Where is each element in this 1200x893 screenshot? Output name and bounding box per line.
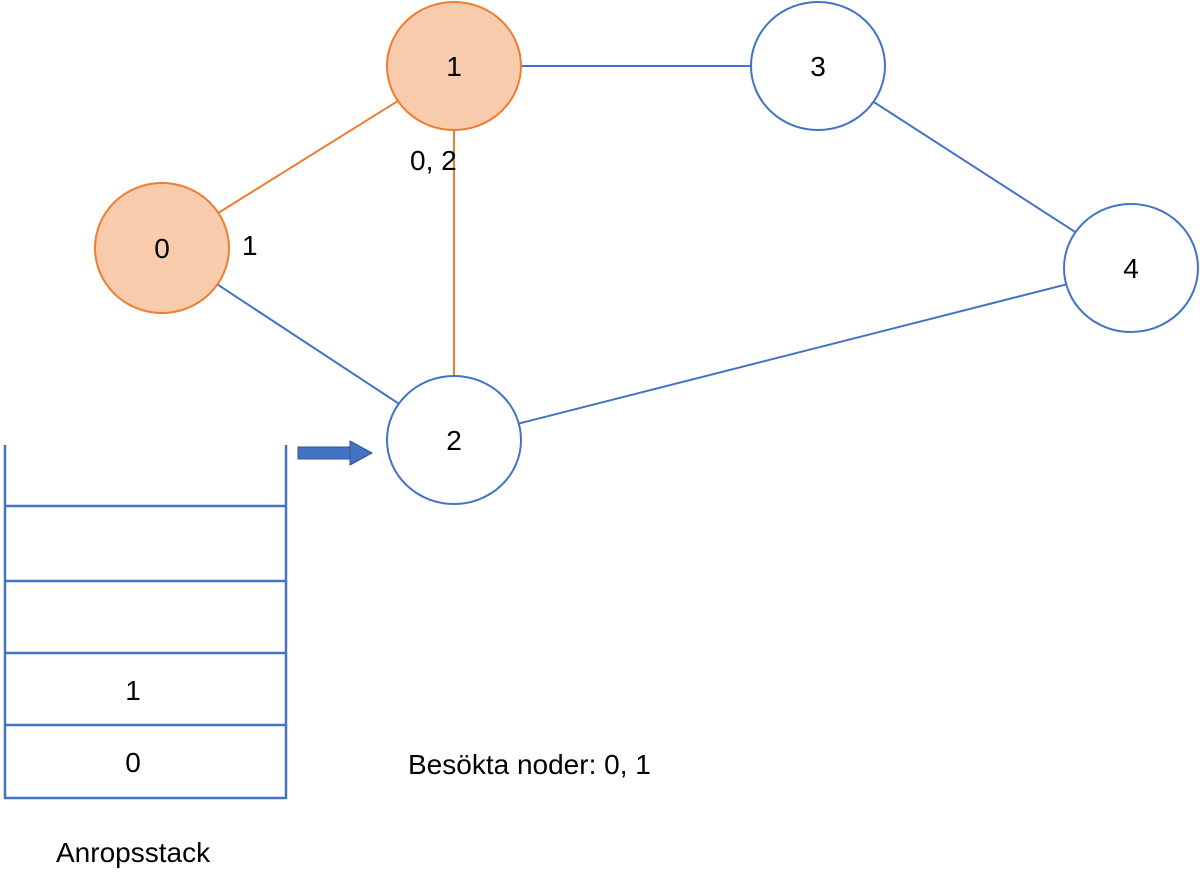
- node-1-circle: [386, 1, 522, 131]
- stack-caption: Anropsstack: [56, 837, 211, 868]
- node-3-label: 3: [810, 51, 826, 82]
- node-2-label: 2: [446, 425, 462, 456]
- visited-nodes-text: Besökta noder: 0, 1: [408, 749, 651, 780]
- node-0: 0: [94, 182, 230, 314]
- node-0-circle: [94, 182, 230, 314]
- node-2-circle: [386, 375, 522, 505]
- call-stack: 10: [3, 445, 288, 800]
- stack-slot-4: 0: [125, 747, 141, 778]
- nodes: 0 1 2 3 4: [94, 1, 1199, 505]
- node-1: 1: [386, 1, 522, 131]
- current-node-arrow-icon: [297, 440, 374, 466]
- node-1-label: 1: [446, 51, 462, 82]
- node-0-label: 0: [154, 233, 170, 264]
- node-4-circle: [1063, 203, 1199, 333]
- node-3-circle: [750, 1, 886, 131]
- edge-0-2: [216, 283, 400, 405]
- edge-2-4: [518, 283, 1067, 425]
- node-2: 2: [386, 375, 522, 505]
- node-4-label: 4: [1123, 253, 1139, 284]
- node1-neighbors-annotation: 0, 2: [410, 145, 457, 176]
- node-3: 3: [750, 1, 886, 131]
- stack-slot-3: 1: [125, 675, 141, 706]
- edges: [216, 65, 1077, 425]
- edge-3-4: [872, 100, 1077, 234]
- node-4: 4: [1063, 203, 1199, 333]
- edge-0-1: [217, 100, 399, 214]
- node0-neighbors-annotation: 1: [242, 230, 258, 261]
